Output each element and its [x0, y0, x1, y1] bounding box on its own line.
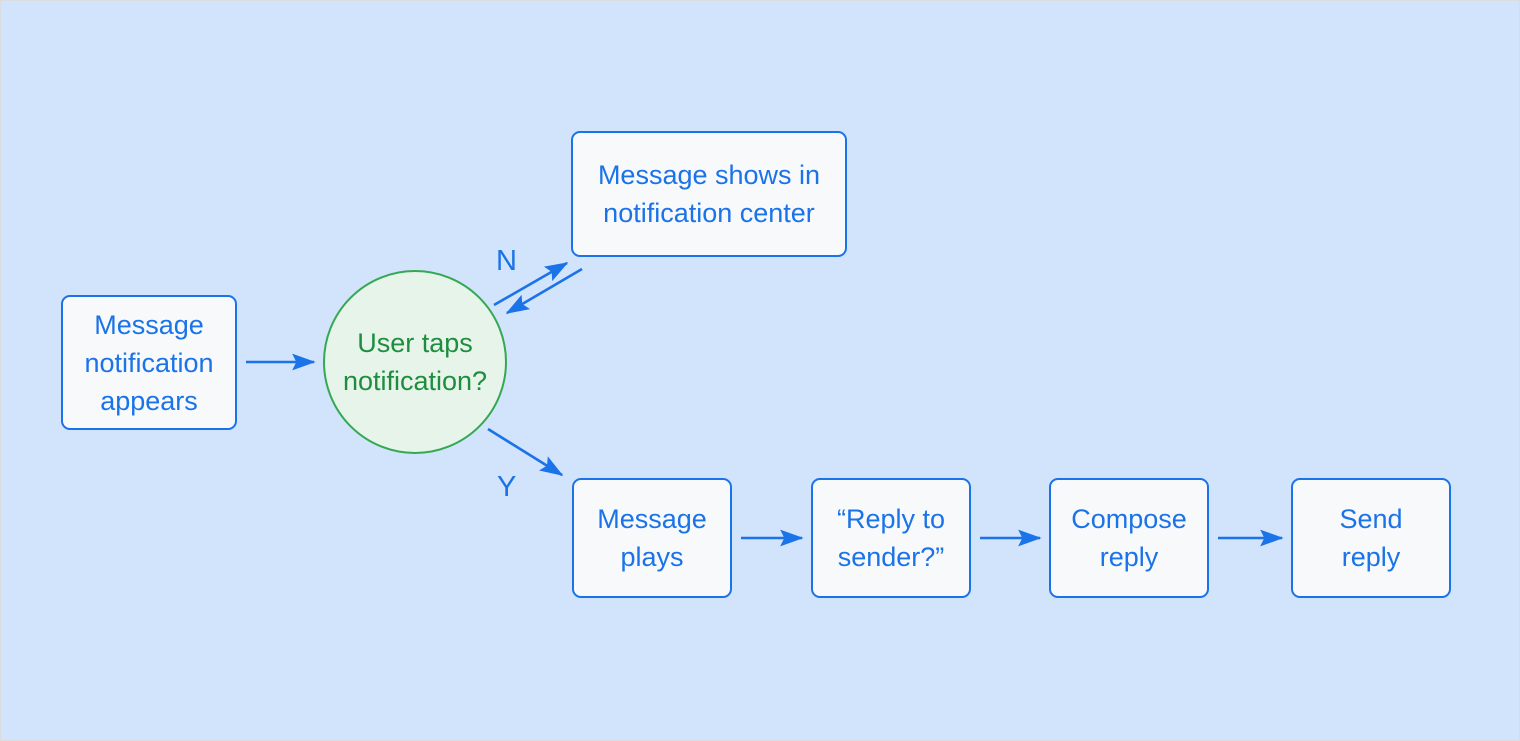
node-label: Compose reply — [1071, 504, 1187, 572]
edge-decision-to-plays — [487, 427, 564, 477]
edge-label-yes: Y — [497, 471, 517, 503]
node-label: Message notification appears — [84, 309, 214, 416]
node-label: Send reply — [1339, 504, 1403, 572]
node-message-notification-appears[interactable]: Message notification appears — [61, 295, 237, 430]
node-send-reply[interactable]: Send reply — [1291, 478, 1451, 598]
node-label: Message plays — [597, 504, 707, 572]
node-label: Message shows in notification center — [597, 160, 821, 228]
node-compose-reply[interactable]: Compose reply — [1049, 478, 1209, 598]
node-reply-to-sender[interactable]: “Reply to sender?” — [811, 478, 971, 598]
node-label: User taps notification? — [342, 328, 488, 396]
edge-label-no: N — [496, 245, 517, 277]
node-label: “Reply to sender?” — [836, 504, 946, 572]
node-message-plays[interactable]: Message plays — [572, 478, 732, 598]
edge-center-to-decision — [505, 267, 583, 315]
node-message-shows-in-notification-center[interactable]: Message shows in notification center — [571, 131, 847, 257]
node-user-taps-notification[interactable]: User taps notification? — [323, 270, 507, 454]
